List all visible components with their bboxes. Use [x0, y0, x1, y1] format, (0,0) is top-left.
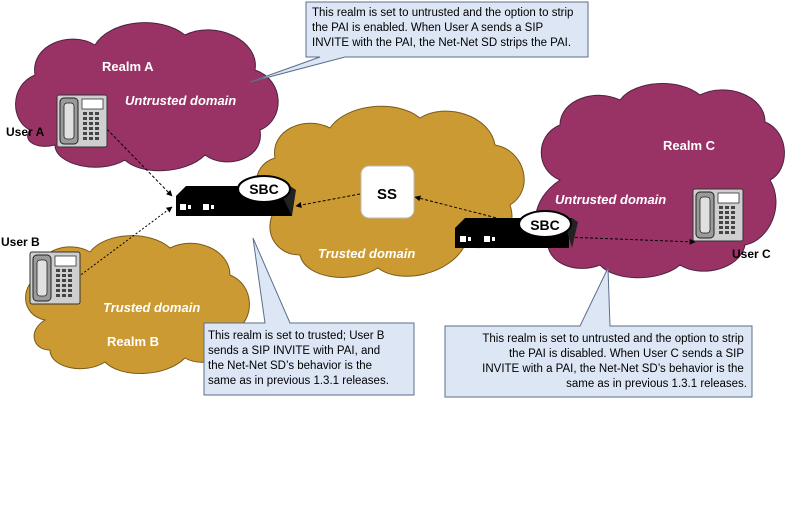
- ss-node: SS: [360, 165, 415, 219]
- sbc-right-label: SBC: [530, 217, 560, 233]
- realm-a-label: Realm A: [102, 59, 154, 74]
- sbc-left-device: SBC: [176, 175, 296, 216]
- callout-top-shape: [249, 1, 589, 83]
- port-indicator: [180, 204, 186, 210]
- callout-left-shape: [203, 237, 415, 396]
- callout-left-line: This realm is set to trusted; User B: [208, 330, 385, 342]
- realm-b-label: Realm B: [107, 334, 159, 349]
- link-user-a-to-sbc: [99, 121, 173, 197]
- sbc-left-label: SBC: [249, 181, 279, 197]
- callout-top-line: This realm is set to untrusted and the o…: [312, 7, 573, 19]
- link-sbc-right-to-user-c: [564, 236, 696, 245]
- callout-right-line: the PAI is disabled. When User C sends a…: [509, 348, 744, 360]
- user-c-phone-icon: [692, 188, 744, 242]
- callout-left-line: the Net-Net SD’s behavior is the: [208, 360, 372, 372]
- link-sbc-right-to-ss: [414, 195, 521, 225]
- link-user-b-to-sbc: [77, 206, 173, 278]
- port-indicator: [203, 204, 209, 210]
- callout-right-shape: [444, 267, 753, 398]
- callout-right-text: This realm is set to untrusted and the o…: [482, 333, 747, 390]
- user-b-label: User B: [1, 235, 40, 249]
- user-a-phone-icon: [56, 94, 108, 148]
- core-domain-label: Trusted domain: [318, 246, 415, 261]
- realm-c-domain-label: Untrusted domain: [555, 192, 666, 207]
- callout-top-line: INVITE with the PAI, the Net-Net SD stri…: [312, 37, 571, 49]
- user-b-phone-icon: [29, 251, 81, 305]
- sbc-right-device: SBC: [455, 210, 578, 248]
- realm-c-label: Realm C: [663, 138, 716, 153]
- callout-right-line: INVITE with a PAI, the Net-Net SD’s beha…: [482, 363, 744, 375]
- user-c-label: User C: [732, 247, 771, 261]
- link-ss-to-sbc-left: [295, 193, 361, 208]
- callout-left-line: same as in previous 1.3.1 releases.: [208, 375, 389, 387]
- realm-a-domain-label: Untrusted domain: [125, 93, 236, 108]
- callout-left-line: sends a SIP INVITE with PAI, and: [208, 345, 380, 357]
- callout-right-line: same as in previous 1.3.1 releases.: [566, 378, 747, 390]
- user-a-label: User A: [6, 125, 45, 139]
- callout-right-line: This realm is set to untrusted and the o…: [482, 333, 743, 345]
- callout-top-line: the PAI is enabled. When User A sends a …: [312, 22, 544, 34]
- realm-b-cloud: [25, 235, 250, 374]
- callout-left-text: This realm is set to trusted; User B sen…: [208, 330, 389, 387]
- callout-top-text: This realm is set to untrusted and the o…: [312, 7, 577, 49]
- realm-b-domain-label: Trusted domain: [103, 300, 200, 315]
- ss-label: SS: [377, 186, 397, 203]
